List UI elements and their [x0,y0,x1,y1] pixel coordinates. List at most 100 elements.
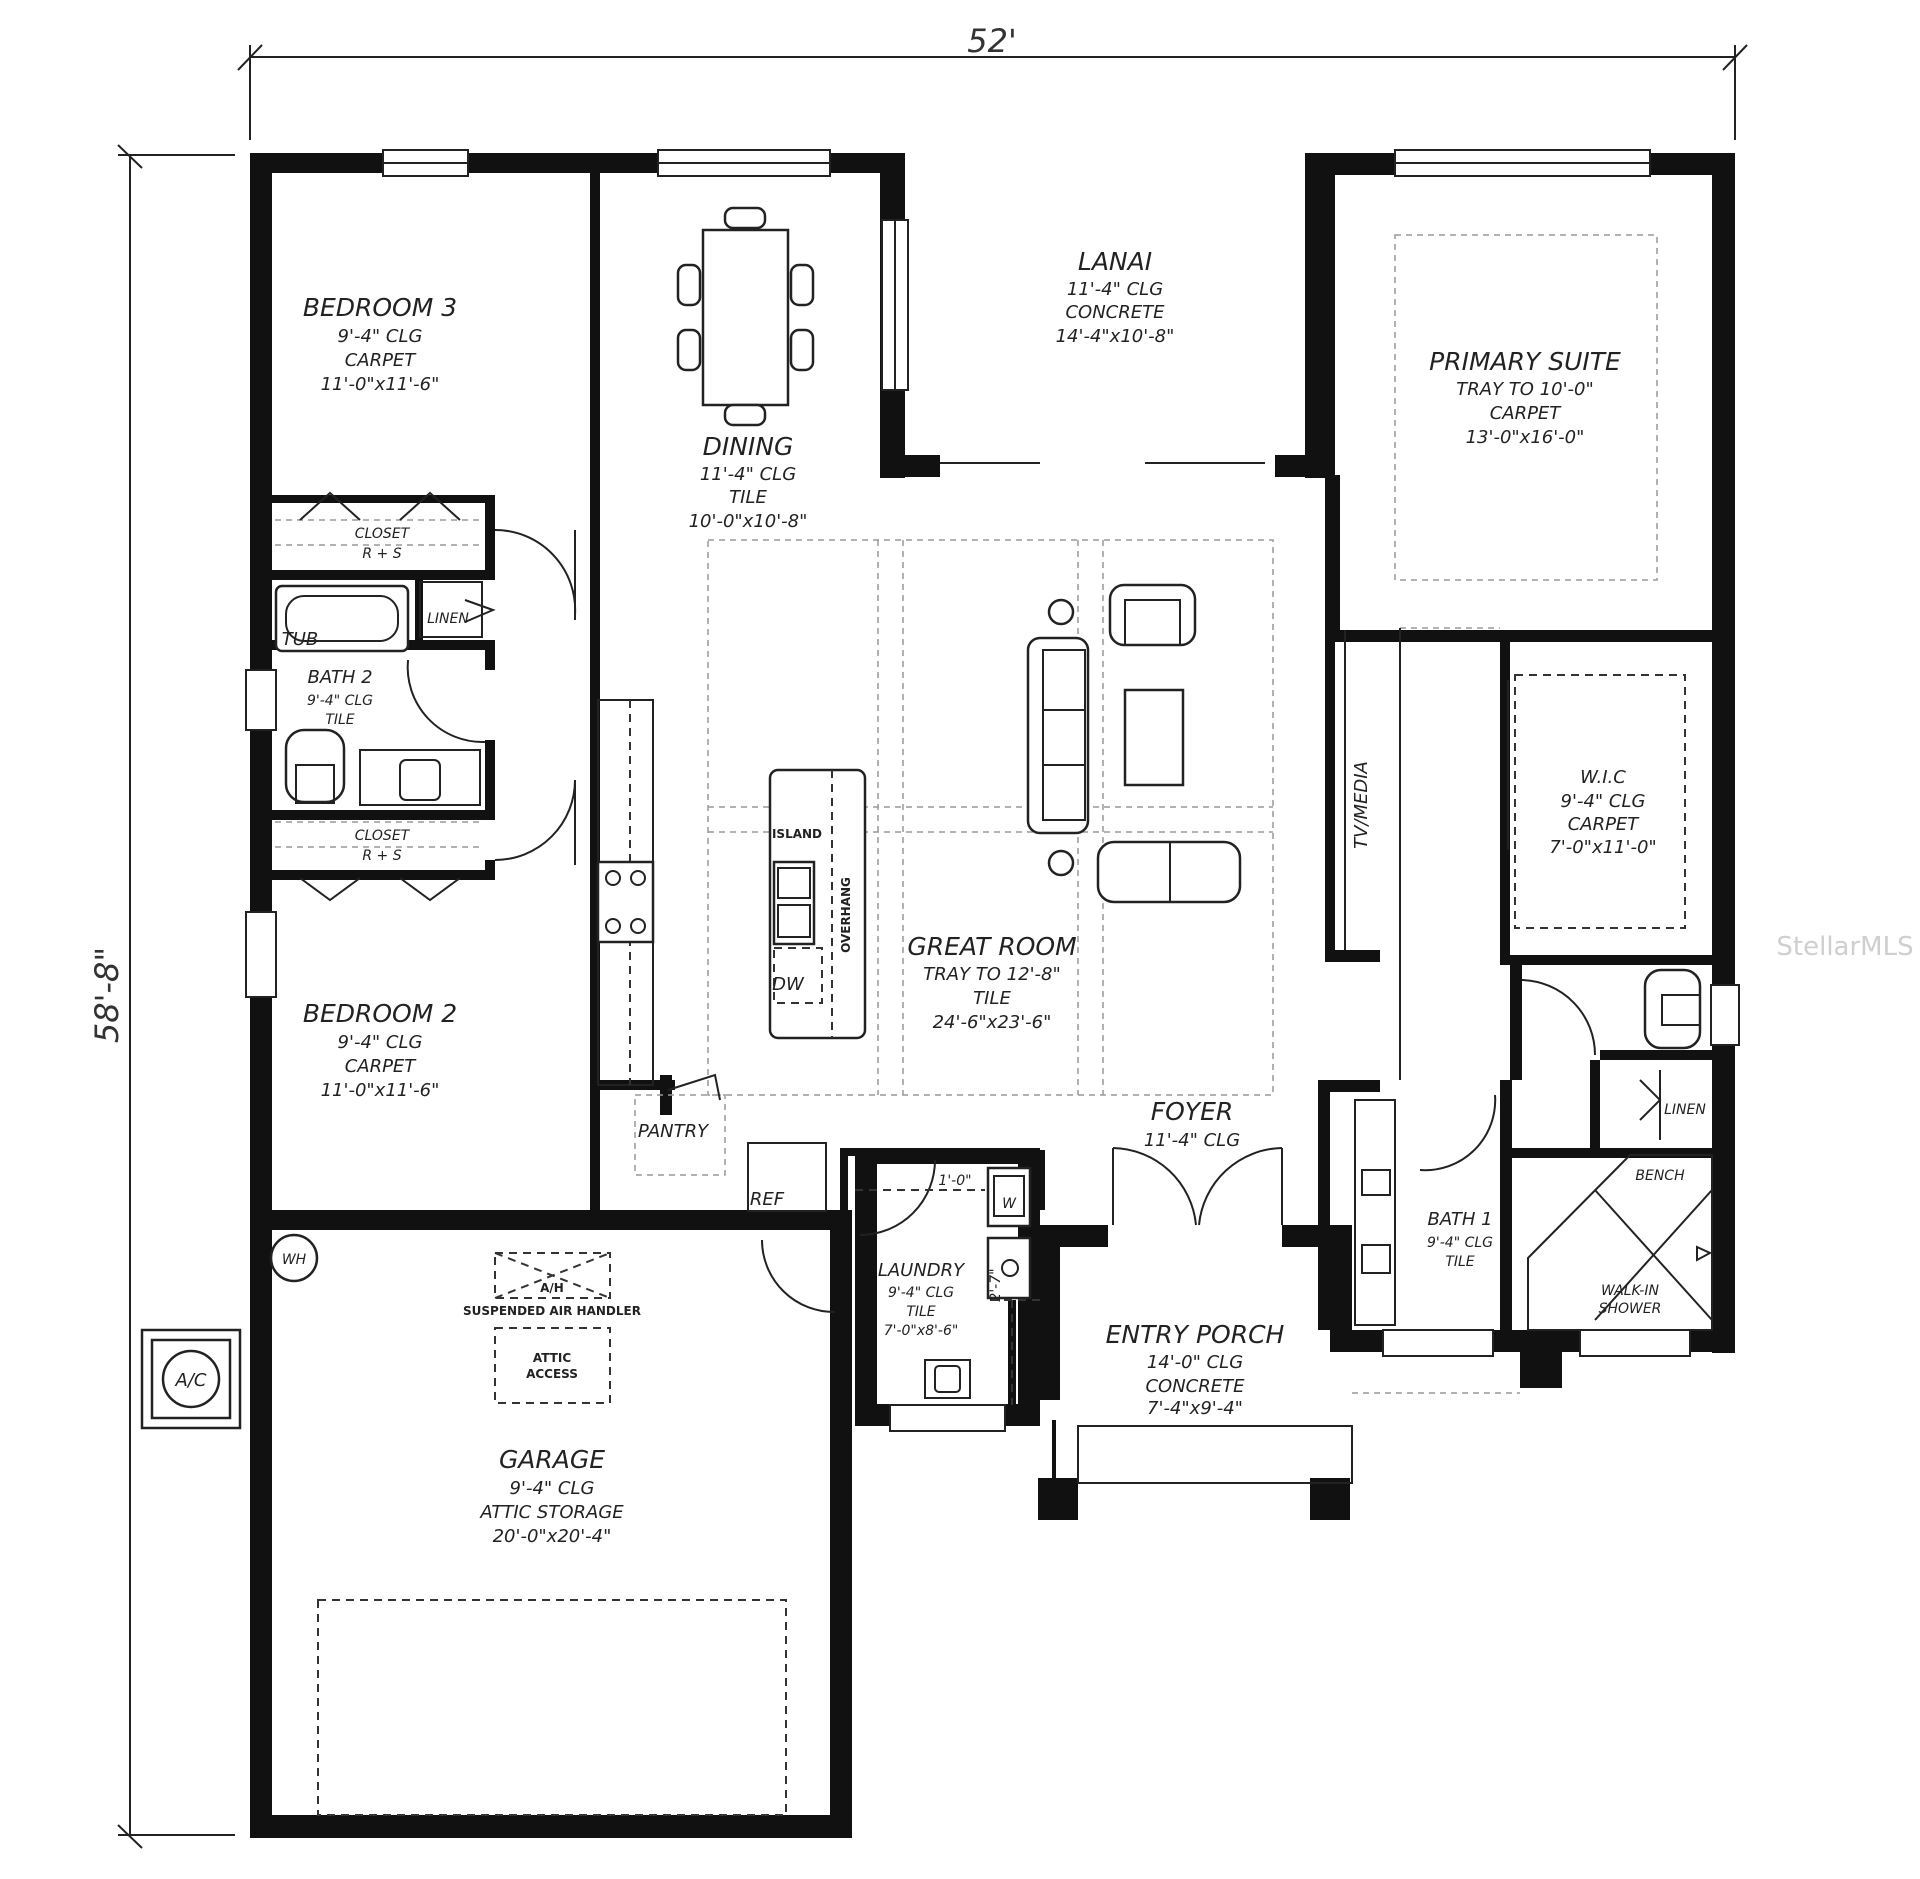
svg-text:ENTRY PORCH: ENTRY PORCH [1106,1320,1285,1349]
svg-text:9'-4" CLG: 9'-4" CLG [338,326,423,347]
svg-text:10'-0"x10'-8": 10'-0"x10'-8" [689,511,808,532]
svg-text:BATH 2: BATH 2 [307,667,372,688]
pantry-label: PANTRY [638,1121,710,1142]
shower-label-2: SHOWER [1599,1301,1662,1317]
svg-text:BEDROOM 2: BEDROOM 2 [303,999,457,1028]
living-furniture [1026,583,1242,904]
windows [245,149,1740,1432]
garage-fixtures [269,1233,787,1816]
svg-text:TILE: TILE [325,712,354,728]
bench-label: BENCH [1635,1168,1685,1184]
label-dining: DINING 11'-4" CLG TILE 10'-0"x10'-8" [689,432,808,532]
closet-bot-label: CLOSET [355,828,411,844]
svg-text:DINING: DINING [703,432,794,461]
attic-label-1: ATTIC [533,1351,571,1365]
laundry-fixtures [761,1159,1040,1405]
svg-text:FOYER: FOYER [1151,1097,1234,1126]
bedroom2-closet [275,821,480,902]
overhang-label: OVERHANG [839,877,853,953]
ac-unit [140,1328,242,1430]
bath1-fixtures [1354,968,1713,1331]
closet-top-label: CLOSET [355,526,411,542]
svg-text:CARPET: CARPET [345,1056,418,1077]
watermark: StellarMLS [1776,932,1913,962]
bedroom3-closet [275,491,480,546]
closet-bot-sub: R + S [362,848,401,864]
label-primary-suite: PRIMARY SUITE TRAY TO 10'-0" CARPET 13'-… [1429,347,1621,448]
label-lanai: LANAI 11'-4" CLG CONCRETE 14'-4"x10'-8" [1056,247,1175,347]
svg-text:CARPET: CARPET [1568,814,1641,835]
dimension-depth: 58'-8" [88,144,235,1849]
laundry-dim-1: 1'-0" [938,1173,971,1189]
svg-text:11'-4" CLG: 11'-4" CLG [700,464,796,485]
svg-text:TILE: TILE [1445,1254,1474,1270]
svg-text:PRIMARY SUITE: PRIMARY SUITE [1429,347,1621,376]
label-garage: GARAGE 9'-4" CLG ATTIC STORAGE 20'-0"x20… [479,1445,624,1547]
label-foyer: FOYER 11'-4" CLG [1144,1097,1240,1151]
svg-text:TILE: TILE [729,487,767,508]
bath2-fixtures [274,528,577,865]
attic-label-2: ACCESS [526,1367,578,1381]
svg-text:11'-0"x11'-6": 11'-0"x11'-6" [321,1080,440,1101]
svg-text:11'-4" CLG: 11'-4" CLG [1067,279,1163,300]
svg-text:9'-4" CLG: 9'-4" CLG [1427,1235,1493,1251]
svg-text:TRAY TO 10'-0": TRAY TO 10'-0" [1456,379,1594,400]
ref-label: REF [750,1189,785,1210]
dimension-width: 52' [237,22,1748,140]
air-handler-label: SUSPENDED AIR HANDLER [463,1304,641,1318]
dining-table [676,206,815,427]
label-bedroom3: BEDROOM 3 9'-4" CLG CARPET 11'-0"x11'-6" [303,293,457,395]
depth-label: 58'-8" [88,947,126,1043]
svg-text:TILE: TILE [906,1304,935,1320]
ac-label: A/C [175,1370,207,1391]
svg-text:9'-4" CLG: 9'-4" CLG [888,1285,954,1301]
label-bedroom2: BEDROOM 2 9'-4" CLG CARPET 11'-0"x11'-6" [303,999,457,1101]
svg-text:9'-4" CLG: 9'-4" CLG [307,693,373,709]
svg-text:11'-0"x11'-6": 11'-0"x11'-6" [321,374,440,395]
svg-text:24'-6"x23'-6": 24'-6"x23'-6" [933,1012,1052,1033]
label-bath2: BATH 2 9'-4" CLG TILE [307,667,373,728]
closet-top-sub: R + S [362,546,401,562]
svg-text:TILE: TILE [973,988,1011,1009]
label-laundry: LAUNDRY 9'-4" CLG TILE 7'-0"x8'-6" [878,1260,966,1339]
svg-text:BATH 1: BATH 1 [1427,1209,1492,1230]
svg-text:GARAGE: GARAGE [499,1445,605,1474]
svg-text:14'-4"x10'-8": 14'-4"x10'-8" [1056,326,1175,347]
laundry-dim-2: 2'-7" [988,1268,1004,1301]
svg-text:9'-4" CLG: 9'-4" CLG [338,1032,423,1053]
svg-text:7'-0"x11'-0": 7'-0"x11'-0" [1549,837,1656,858]
svg-text:CARPET: CARPET [345,350,418,371]
primary-tray-ceiling [1394,234,1658,581]
label-entry-porch: ENTRY PORCH 14'-0" CLG CONCRETE 7'-4"x9'… [1106,1320,1285,1419]
svg-text:13'-0"x16'-0": 13'-0"x16'-0" [1466,427,1585,448]
svg-text:CARPET: CARPET [1490,403,1563,424]
svg-text:CONCRETE: CONCRETE [1065,302,1165,323]
great-room-tray-ceiling [707,539,1274,1096]
svg-text:LAUNDRY: LAUNDRY [878,1260,966,1281]
wic-shelving [1344,627,1686,1080]
kitchen [596,699,867,1212]
width-label: 52' [967,22,1017,60]
svg-text:9'-4" CLG: 9'-4" CLG [510,1478,595,1499]
tv-media-label: TV/MEDIA [1351,761,1372,849]
svg-text:11'-4" CLG: 11'-4" CLG [1144,1130,1240,1151]
label-great-room: GREAT ROOM TRAY TO 12'-8" TILE 24'-6"x23… [907,932,1076,1033]
svg-text:TRAY TO 12'-8": TRAY TO 12'-8" [923,964,1061,985]
washer-label: W [1002,1196,1017,1212]
svg-text:W.I.C: W.I.C [1580,767,1626,788]
svg-text:7'-0"x8'-6": 7'-0"x8'-6" [884,1323,959,1339]
ah-label: A/H [540,1281,564,1295]
svg-text:ATTIC STORAGE: ATTIC STORAGE [479,1502,624,1523]
svg-text:20'-0"x20'-4": 20'-0"x20'-4" [493,1526,612,1547]
svg-text:BEDROOM 3: BEDROOM 3 [303,293,457,322]
island-label: ISLAND [772,827,822,841]
svg-text:14'-0" CLG: 14'-0" CLG [1147,1352,1243,1373]
svg-text:9'-4" CLG: 9'-4" CLG [1561,791,1646,812]
linen-left-label: LINEN [427,611,469,627]
svg-text:7'-4"x9'-4": 7'-4"x9'-4" [1147,1398,1243,1419]
tub-label: TUB [282,629,319,650]
svg-text:GREAT ROOM: GREAT ROOM [907,932,1076,961]
dw-label: DW [772,974,805,995]
entry-doors [1112,1147,1283,1226]
